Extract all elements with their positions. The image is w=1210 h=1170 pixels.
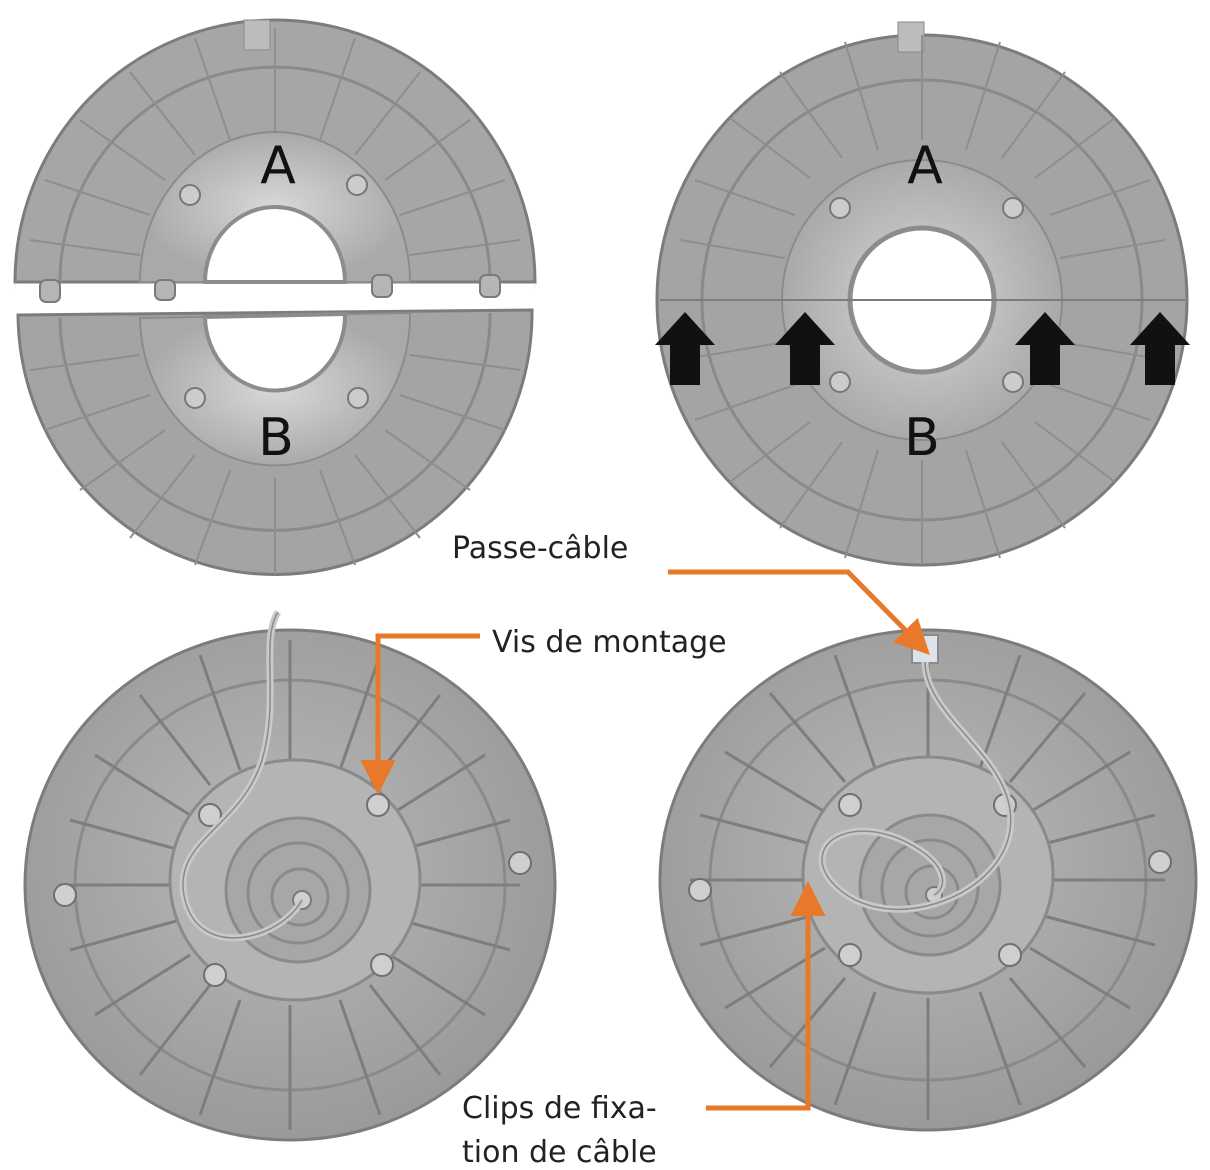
cable-clip-leader [706, 881, 826, 1111]
mounting-screw-leader [360, 633, 480, 795]
alignment-arrow-icon [1130, 312, 1190, 385]
alignment-arrow-icon [1015, 312, 1075, 385]
alignment-arrow-icon [655, 312, 715, 385]
cable-clip-caption-line1: Clips de fixa- [462, 1091, 657, 1126]
alignment-arrow-icon [775, 312, 835, 385]
cover-split-halves: A B [13, 18, 537, 576]
base-mounting-screws [23, 610, 557, 1142]
cable-pass-caption: Passe-câble [452, 531, 628, 566]
half-b-label-assembled: B [904, 408, 940, 468]
cover-assembled: A B [655, 21, 1190, 567]
half-b-label: B [258, 408, 294, 468]
alignment-arrows [655, 312, 1190, 385]
cover-half-b [16, 308, 534, 576]
cable-clip-caption-line2: tion de câble [462, 1135, 657, 1170]
half-a-label-assembled: A [907, 136, 943, 196]
leader-lines [360, 569, 930, 1111]
half-a-label: A [260, 136, 296, 196]
cover-half-a [13, 18, 537, 303]
mounting-screw-caption: Vis de montage [492, 625, 727, 660]
base-cable-clips [658, 628, 1198, 1132]
cable-pass-leader [668, 569, 930, 655]
